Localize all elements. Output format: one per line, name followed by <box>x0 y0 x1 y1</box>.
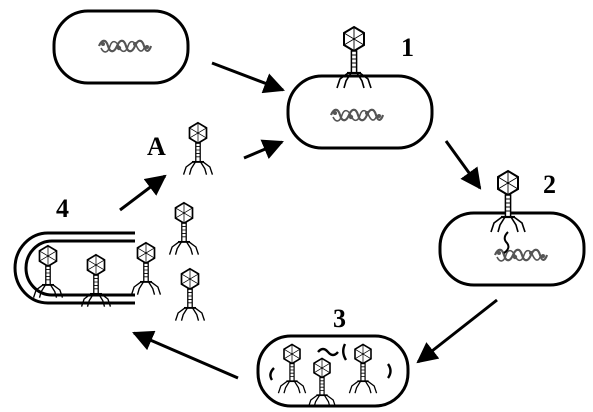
arrow-cell-to-step-1 <box>211 61 285 94</box>
step-label-4: 4 <box>56 194 69 223</box>
arrow-a-to-step-1 <box>243 139 284 160</box>
bacterial-cell-uninfected <box>52 9 190 85</box>
lysed-bacterial-cell-step-4 <box>13 231 135 305</box>
bacterial-cell-step-3 <box>256 334 410 408</box>
arrow-step-4-to-a <box>119 174 167 212</box>
bacterial-cell-step-2 <box>438 211 586 287</box>
arrow-step-3-to-step-4 <box>132 330 239 380</box>
bacteriophage-icon-a <box>182 121 214 176</box>
bacterial-cell-step-1 <box>286 74 434 150</box>
arrow-step-2-to-step-3 <box>416 298 498 364</box>
step-label-2: 2 <box>543 170 556 199</box>
cycle-arrows <box>119 61 498 380</box>
step-label-3: 3 <box>333 304 346 333</box>
arrow-step-1-to-step-2 <box>444 140 482 190</box>
step-label-1: 1 <box>401 33 414 62</box>
phage-label-a: A <box>147 132 166 161</box>
assembling-phages-step-3 <box>269 343 392 409</box>
injected-dna-strand <box>503 231 510 254</box>
